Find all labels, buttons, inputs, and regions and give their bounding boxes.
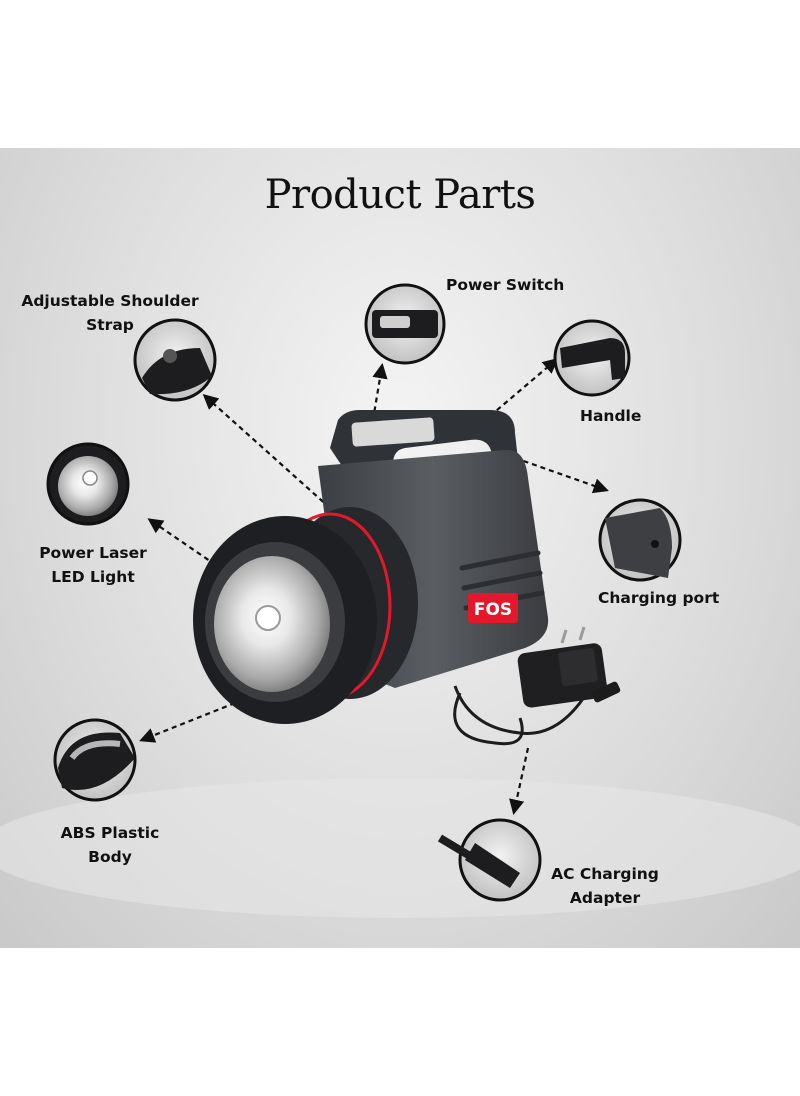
- plug-icon: [437, 818, 542, 902]
- product-illustration: FOS: [0, 283, 800, 918]
- label-body: ABS Plastic Body: [45, 821, 175, 869]
- label-adapter: AC Charging Adapter: [540, 862, 670, 910]
- power-switch-icon: [364, 283, 446, 365]
- label-adapter-line2: Adapter: [569, 889, 641, 907]
- arrow-port: [514, 456, 609, 494]
- label-switch: Power Switch: [446, 273, 564, 297]
- adapter-pin: [560, 629, 568, 644]
- product-parts-infographic: FOS: [0, 148, 800, 948]
- arrow-body: [139, 701, 236, 743]
- label-strap-line1: Adjustable Shoulder: [21, 292, 199, 310]
- label-handle: Handle: [580, 404, 641, 428]
- label-port-line1: Charging port: [598, 589, 720, 607]
- brand-label: FOS: [474, 600, 512, 620]
- label-led-line1: Power Laser: [39, 544, 147, 562]
- label-strap-line2: Strap: [86, 316, 134, 334]
- label-handle-line1: Handle: [580, 407, 642, 425]
- led-chip: [255, 605, 281, 631]
- handle-icon: [553, 319, 631, 397]
- adapter-label: [558, 648, 598, 686]
- adapter-jack: [591, 681, 621, 703]
- arrow-strap: [202, 393, 331, 509]
- callout-circles: [46, 283, 682, 902]
- label-switch-line1: Power Switch: [446, 276, 565, 294]
- label-body-line2: Body: [88, 848, 132, 866]
- adapter-pin-2: [578, 626, 586, 641]
- label-strap: Adjustable Shoulder Strap: [20, 289, 200, 337]
- label-led: Power Laser LED Light: [28, 541, 158, 589]
- strap-clip-icon: [133, 318, 217, 402]
- label-port: Charging port: [598, 586, 719, 610]
- arrow-handle: [489, 358, 559, 417]
- plastic-body-icon: [53, 718, 137, 802]
- charger-adapter: [453, 626, 621, 746]
- label-body-line1: ABS Plastic: [60, 824, 160, 842]
- label-adapter-line1: AC Charging: [551, 865, 659, 883]
- label-led-line2: LED Light: [51, 568, 135, 586]
- charging-port-icon: [598, 498, 682, 582]
- led-light-icon: [46, 442, 130, 526]
- adapter-cable-loop: [453, 692, 524, 746]
- flashlight: FOS: [193, 410, 549, 724]
- brand-badge: [468, 593, 518, 623]
- page-title: Product Parts: [264, 172, 536, 218]
- arrow-adapter: [509, 747, 530, 816]
- switch-panel: [351, 417, 435, 447]
- floor-shadow: [0, 778, 800, 918]
